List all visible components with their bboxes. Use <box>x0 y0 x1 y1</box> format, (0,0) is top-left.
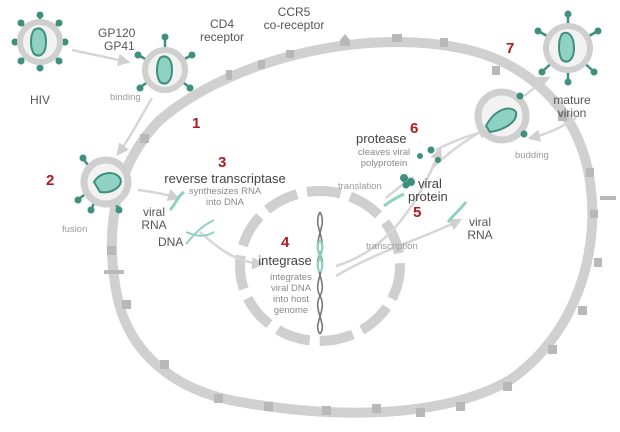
step-number-2: 2 <box>46 172 55 189</box>
integrase-label: integrase <box>258 253 312 268</box>
integrated-dna <box>316 211 324 335</box>
step-number-7: 7 <box>506 40 515 57</box>
gp41-label: GP41 <box>104 39 135 53</box>
viral-rna-2-label-top: viral <box>468 215 491 229</box>
integrated-dna-viral-segment <box>316 239 324 273</box>
viral-rna-strand-3 <box>446 201 468 223</box>
integrase-subtext-4: genome <box>273 305 309 316</box>
protease-fragments <box>417 146 441 163</box>
dna-helix-1 <box>185 219 215 245</box>
membrane-receptors <box>104 34 616 417</box>
integrase-subtext-1: integrates <box>270 272 312 283</box>
coreceptor-label: co-receptor <box>263 18 325 32</box>
viral-protein-label-top: viral <box>418 176 442 191</box>
protease-subtext-1: cleaves viral <box>357 147 411 158</box>
reverse-transcriptase-label: reverse transcriptase <box>164 171 286 186</box>
viral-protein-cluster <box>400 174 415 189</box>
viral-rna-label-bottom: RNA <box>141 218 167 232</box>
viral-rna-strand-1 <box>168 190 185 212</box>
fusion-label: fusion <box>62 224 88 235</box>
dna-label: DNA <box>158 235 184 249</box>
hiv-label: HIV <box>30 93 51 107</box>
cd4-label: CD4 <box>209 17 234 31</box>
mature-label: mature <box>553 93 591 107</box>
step-number-5: 5 <box>413 204 422 221</box>
receptor-label: receptor <box>199 30 245 44</box>
step-number-3: 3 <box>218 154 227 171</box>
viral-rna-2-label-bottom: RNA <box>467 228 493 242</box>
step-number-1: 1 <box>192 115 201 132</box>
binding-label: binding <box>110 92 141 103</box>
ccr5-label: CCR5 <box>277 5 311 19</box>
integrase-subtext-2: viral DNA <box>270 283 312 294</box>
step-number-4: 4 <box>281 234 290 251</box>
step-number-6: 6 <box>410 120 419 137</box>
virion-label: virion <box>557 106 587 120</box>
mature-virion <box>534 10 602 86</box>
budding-virion <box>474 88 530 144</box>
nucleus <box>235 186 405 346</box>
viral-protein-label-bottom: protein <box>408 189 448 204</box>
cell-membrane <box>106 37 598 418</box>
viral-rna-label-top: viral <box>142 205 165 219</box>
transcription-label: transcription <box>366 241 418 252</box>
protease-label: protease <box>356 131 407 146</box>
fusion-virion <box>74 154 132 214</box>
integrase-subtext-3: into host <box>273 294 309 305</box>
translation-label: translation <box>338 181 382 192</box>
viral-rna-strand-2 <box>383 192 405 208</box>
rt-subtext-1: synthesizes RNA <box>188 186 262 197</box>
budding-label: budding <box>515 150 549 161</box>
binding-virion <box>134 33 196 93</box>
rt-subtext-2: into DNA <box>205 197 244 208</box>
gp120-label: GP120 <box>98 26 136 40</box>
hiv-virion <box>11 11 69 72</box>
protease-subtext-2: polyprotein <box>360 158 408 169</box>
